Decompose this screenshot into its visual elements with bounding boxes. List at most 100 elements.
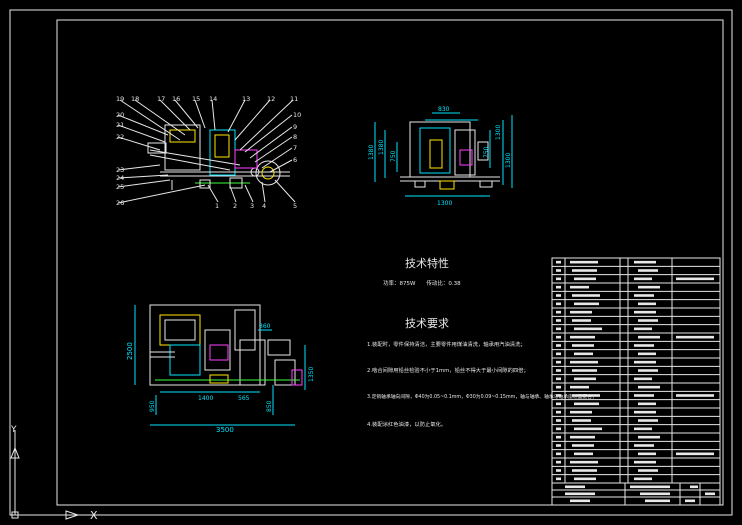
part-label-11: 11 bbox=[290, 95, 298, 103]
side-view: 19 18 17 16 15 14 13 12 11 20 21 22 23 2… bbox=[116, 95, 301, 210]
parts-table-cell-text bbox=[556, 435, 561, 439]
part-label-20: 20 bbox=[116, 111, 124, 119]
part-label-19: 19 bbox=[116, 95, 124, 103]
part-label-24: 24 bbox=[116, 174, 124, 182]
parts-table-cell-text bbox=[574, 277, 596, 281]
title-block-text bbox=[565, 485, 585, 489]
front-dim-750b: 750 bbox=[483, 146, 490, 158]
parts-table-cell-text bbox=[556, 402, 561, 406]
parts-table-cell-text bbox=[556, 477, 561, 481]
front-dim-750: 750 bbox=[390, 150, 397, 162]
svg-text:Y: Y bbox=[10, 425, 17, 435]
parts-table-cell-text bbox=[572, 319, 591, 322]
parts-table-cell-text bbox=[634, 427, 652, 431]
parts-table-cell-text bbox=[570, 310, 592, 314]
parts-table-cell-text bbox=[556, 310, 561, 314]
parts-table-cell-text bbox=[572, 444, 594, 447]
tech-req-item-2: 2.啮合间隙用铅丝检验不小于1mm，铅丝不得大于最小间隙的四倍； bbox=[367, 366, 529, 374]
parts-table-cell-text bbox=[676, 452, 714, 456]
parts-table-cell-text bbox=[634, 394, 654, 397]
front-dim-1380a: 1380 bbox=[368, 145, 375, 160]
front-dim-1300c: 1300 bbox=[495, 125, 502, 140]
parts-table-cell-text bbox=[634, 344, 654, 347]
tech-req-item-1: 1.装配时，零件保持清洁，主要零件用煤油清洗，轴承用汽油清洗； bbox=[367, 340, 526, 348]
parts-table-cell-text bbox=[574, 452, 593, 456]
plan-view: 2500 1400 565 3500 1350 950 850 360 bbox=[126, 304, 315, 434]
part-label-12: 12 bbox=[267, 95, 275, 103]
svg-text:X: X bbox=[90, 509, 98, 522]
parts-table-cell-text bbox=[574, 402, 599, 406]
parts-table-cell-text bbox=[556, 269, 561, 272]
plan-dim-2500: 2500 bbox=[126, 342, 134, 360]
parts-table-cell-text bbox=[556, 377, 561, 381]
parts-table-cell-text bbox=[572, 469, 597, 472]
parts-table-cell-text bbox=[556, 360, 561, 364]
title-block-text bbox=[645, 499, 670, 503]
title-block-text bbox=[685, 499, 695, 503]
parts-table-cell-text bbox=[634, 410, 656, 414]
part-label-23: 23 bbox=[116, 166, 124, 174]
plan-dim-565: 565 bbox=[238, 395, 250, 402]
title-block-text bbox=[640, 492, 670, 496]
parts-table-cell-text bbox=[634, 444, 654, 447]
part-label-3: 3 bbox=[250, 202, 254, 210]
part-label-18: 18 bbox=[131, 95, 139, 103]
plan-dim-3500: 3500 bbox=[216, 426, 234, 434]
parts-table-cell-text bbox=[556, 385, 561, 389]
parts-table-cell-text bbox=[556, 452, 561, 456]
parts-list-table bbox=[551, 257, 721, 506]
front-dim-1380b: 1380 bbox=[378, 140, 385, 155]
parts-table-cell-text bbox=[634, 277, 652, 281]
parts-table-cell-text bbox=[634, 294, 654, 297]
part-label-4: 4 bbox=[262, 202, 266, 210]
tech-req-title: 技术要求 bbox=[405, 317, 449, 330]
parts-table-cell-text bbox=[634, 477, 652, 481]
title-block-text bbox=[570, 499, 590, 503]
parts-table-cell-text bbox=[676, 277, 714, 281]
parts-table-cell-text bbox=[634, 360, 656, 364]
title-block-text bbox=[565, 492, 595, 496]
parts-table-cell-text bbox=[574, 327, 602, 331]
parts-table-cell-text bbox=[556, 352, 561, 356]
part-label-16: 16 bbox=[172, 95, 180, 103]
part-label-15: 15 bbox=[192, 95, 200, 103]
parts-table-cell-text bbox=[574, 377, 596, 381]
parts-table-cell-text bbox=[638, 352, 656, 356]
parts-table-cell-text bbox=[638, 302, 656, 306]
parts-table-cell-text bbox=[638, 335, 660, 339]
parts-table-cell-text bbox=[634, 460, 656, 464]
part-label-26: 26 bbox=[116, 199, 124, 207]
parts-table-cell-text bbox=[634, 260, 656, 264]
part-label-22: 22 bbox=[116, 133, 124, 141]
front-view: 830 1380 1380 1300 1300 750 750 1300 bbox=[368, 106, 513, 207]
front-dim-1300b: 1300 bbox=[505, 153, 512, 168]
front-dim-1300: 1300 bbox=[437, 200, 452, 207]
parts-table-cell-text bbox=[574, 427, 602, 431]
plan-dim-850: 850 bbox=[266, 400, 273, 412]
front-dim-830: 830 bbox=[438, 106, 450, 113]
parts-table-cell-text bbox=[570, 260, 598, 264]
title-block-text bbox=[705, 492, 715, 496]
part-label-5: 5 bbox=[293, 202, 297, 210]
parts-table-cell-text bbox=[638, 402, 656, 406]
plan-dim-950: 950 bbox=[149, 400, 156, 412]
part-label-8: 8 bbox=[293, 133, 297, 141]
drawing-frame bbox=[56, 19, 724, 506]
tech-req-item-4: 4.装配涂红色油漆，以防止氧化。 bbox=[367, 420, 446, 428]
parts-table-cell-text bbox=[574, 352, 593, 356]
parts-table-cell-text bbox=[638, 319, 658, 322]
tech-req-item-3: 3.定销轴承轴向间隙，Φ40为0.05~0.1mm，Φ30为0.09~0.15m… bbox=[367, 393, 597, 400]
parts-table-cell-text bbox=[572, 294, 600, 297]
plan-dim-1400: 1400 bbox=[198, 395, 213, 402]
parts-table-cell-text bbox=[574, 302, 599, 306]
parts-table-cell-text bbox=[556, 344, 561, 347]
part-label-9: 9 bbox=[293, 123, 297, 131]
part-label-2: 2 bbox=[233, 202, 237, 210]
parts-table-cell-text bbox=[570, 410, 592, 414]
parts-table-cell-text bbox=[676, 335, 714, 339]
parts-table-cell-text bbox=[638, 369, 658, 372]
parts-table-cell-text bbox=[570, 460, 598, 464]
part-label-10: 10 bbox=[293, 111, 301, 119]
parts-table-cell-text bbox=[572, 369, 597, 372]
